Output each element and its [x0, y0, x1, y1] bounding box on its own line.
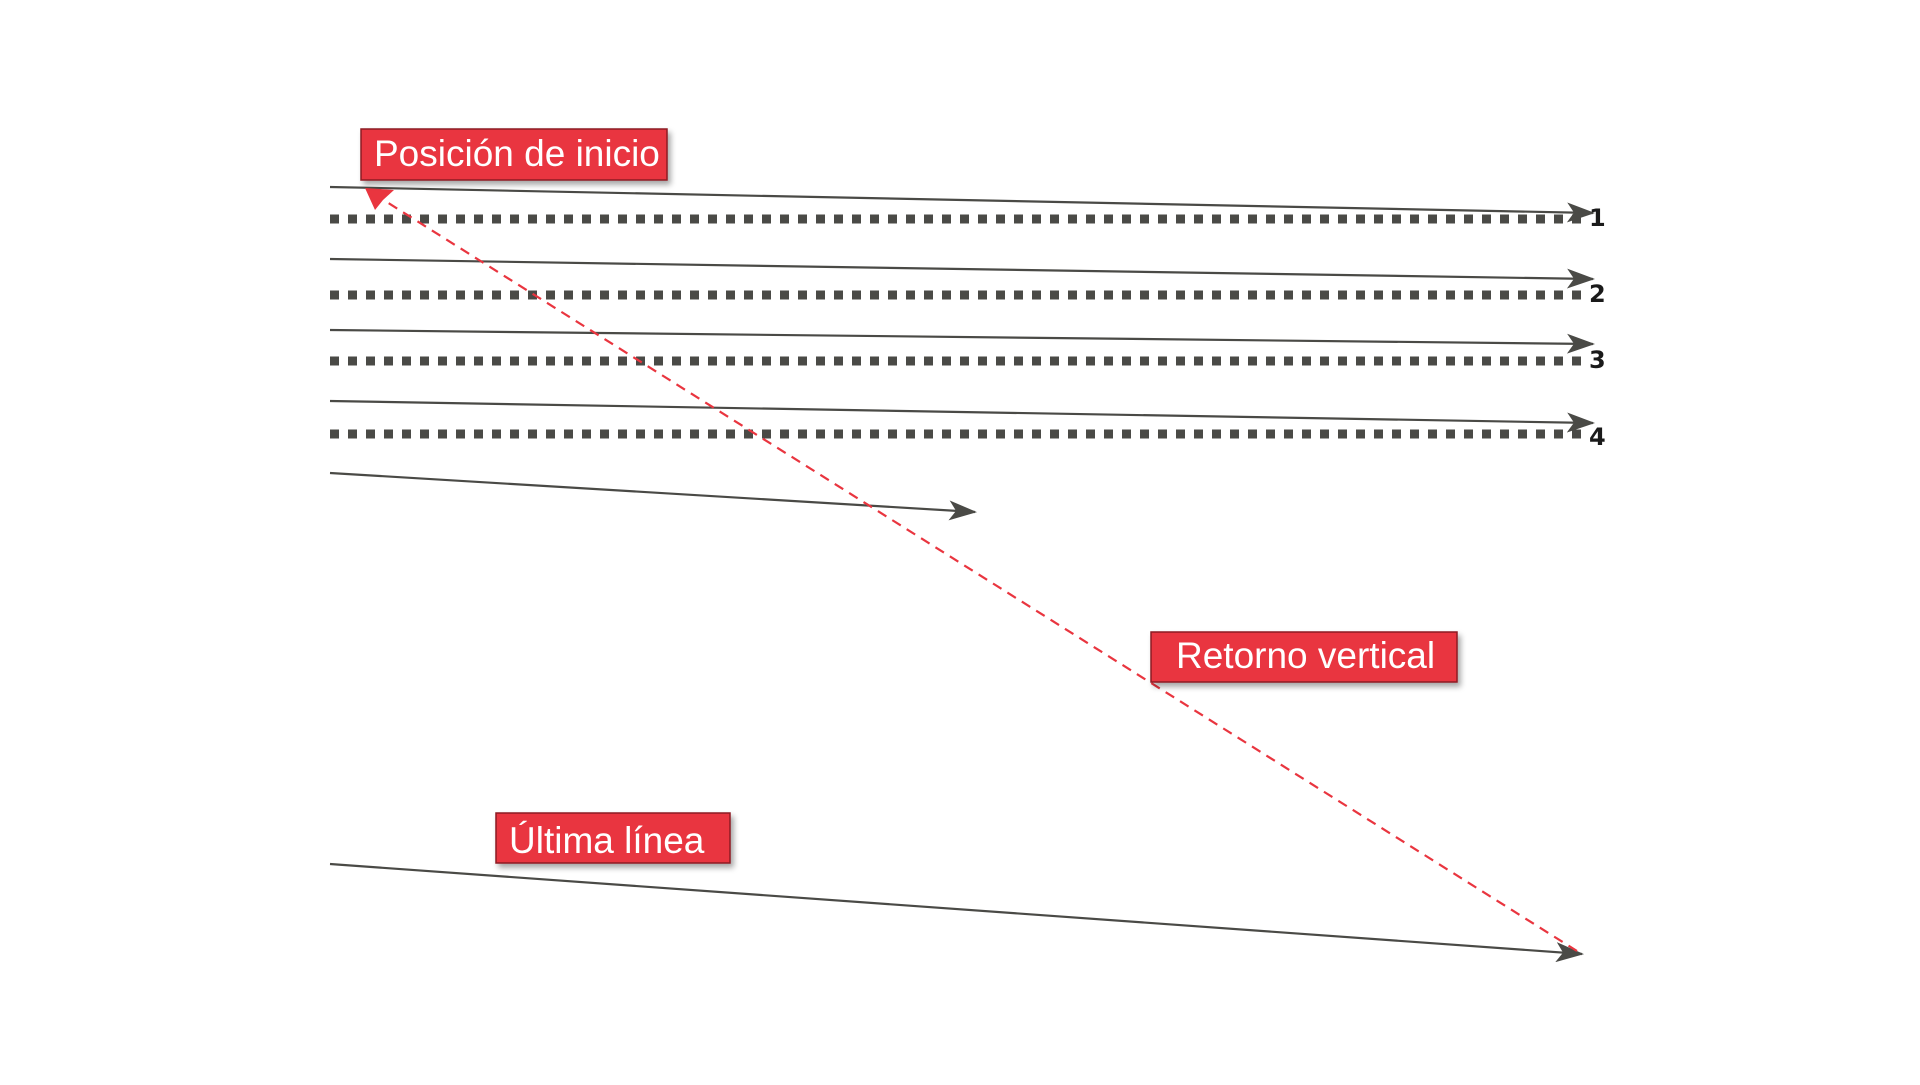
vertical-return-line	[381, 198, 1578, 952]
scan-line-last	[329, 862, 1584, 963]
last-line-text: Última línea	[509, 820, 705, 861]
line-number-2: 2	[1589, 280, 1606, 308]
scan-line-partial	[329, 471, 977, 521]
start-position-label: Posición de inicio	[360, 128, 668, 181]
line-number-4: 4	[1589, 423, 1606, 451]
start-position-text: Posición de inicio	[374, 133, 660, 174]
scan-line-2	[329, 257, 1595, 289]
line-number-1: 1	[1589, 204, 1606, 232]
vertical-return-label: Retorno vertical	[1150, 631, 1458, 683]
vertical-return-text: Retorno vertical	[1176, 635, 1435, 676]
scan-line-1	[329, 185, 1595, 223]
vertical-return-arrowhead	[365, 188, 394, 210]
last-line-label: Última línea	[495, 812, 731, 864]
line-number-3: 3	[1589, 346, 1606, 374]
scan-line-4	[329, 399, 1595, 433]
scan-line-3	[329, 328, 1595, 354]
